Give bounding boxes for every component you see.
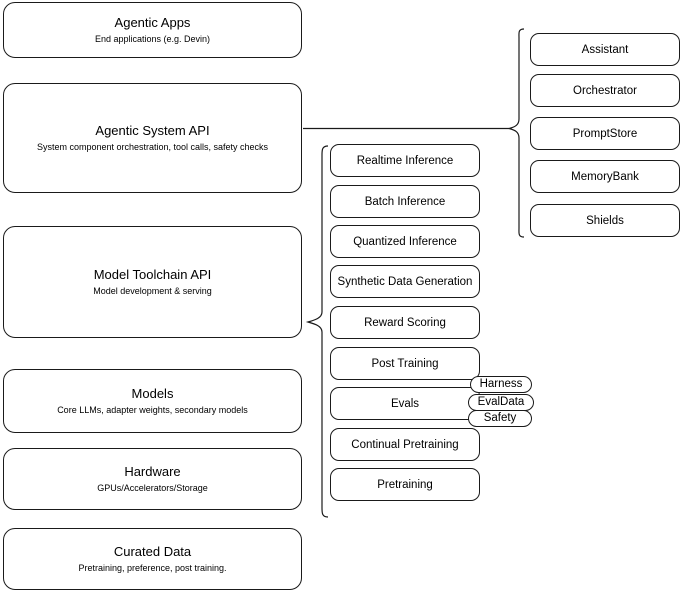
pill-evaldata[interactable]: EvalData — [468, 394, 534, 411]
brace-system-nodes — [508, 28, 525, 238]
node-reward-scoring[interactable]: Reward Scoring — [330, 306, 480, 339]
node-orchestrator[interactable]: Orchestrator — [530, 74, 680, 107]
node-shields[interactable]: Shields — [530, 204, 680, 237]
node-promptstore[interactable]: PromptStore — [530, 117, 680, 150]
layer-title-agentic-system-api: Agentic System API — [95, 122, 210, 138]
layer-box-model-toolchain-api[interactable]: Model Toolchain API Model development & … — [3, 226, 302, 338]
layer-box-agentic-apps[interactable]: Agentic Apps End applications (e.g. Devi… — [3, 2, 302, 58]
layer-subtitle-agentic-apps: End applications (e.g. Devin) — [94, 33, 211, 44]
layer-box-curated-data[interactable]: Curated Data Pretraining, preference, po… — [3, 528, 302, 590]
layer-box-agentic-system-api[interactable]: Agentic System API System component orch… — [3, 83, 302, 193]
pill-safety[interactable]: Safety — [468, 410, 532, 427]
layer-title-curated-data: Curated Data — [113, 543, 192, 559]
node-memorybank[interactable]: MemoryBank — [530, 160, 680, 193]
layer-title-hardware: Hardware — [124, 463, 181, 479]
layer-title-models: Models — [131, 385, 174, 401]
layer-subtitle-model-toolchain-api: Model development & serving — [93, 285, 212, 296]
node-pretraining[interactable]: Pretraining — [330, 468, 480, 501]
node-realtime-inference[interactable]: Realtime Inference — [330, 144, 480, 177]
node-synthetic-data-generation[interactable]: Synthetic Data Generation — [330, 265, 480, 298]
layer-subtitle-agentic-system-api: System component orchestration, tool cal… — [36, 141, 269, 152]
layer-box-models[interactable]: Models Core LLMs, adapter weights, secon… — [3, 369, 302, 433]
pill-harness[interactable]: Harness — [470, 376, 532, 393]
layer-subtitle-hardware: GPUs/Accelerators/Storage — [97, 482, 208, 493]
layer-title-model-toolchain-api: Model Toolchain API — [93, 266, 212, 282]
layer-box-hardware[interactable]: Hardware GPUs/Accelerators/Storage — [3, 448, 302, 510]
node-assistant[interactable]: Assistant — [530, 33, 680, 66]
layer-subtitle-models: Core LLMs, adapter weights, secondary mo… — [57, 404, 248, 415]
node-post-training[interactable]: Post Training — [330, 347, 480, 380]
node-quantized-inference[interactable]: Quantized Inference — [330, 225, 480, 258]
node-continual-pretraining[interactable]: Continual Pretraining — [330, 428, 480, 461]
node-evals[interactable]: Evals — [330, 387, 480, 420]
brace-toolchain-nodes — [305, 145, 329, 518]
node-batch-inference[interactable]: Batch Inference — [330, 185, 480, 218]
layer-title-agentic-apps: Agentic Apps — [114, 14, 191, 30]
layer-subtitle-curated-data: Pretraining, preference, post training. — [78, 562, 227, 573]
